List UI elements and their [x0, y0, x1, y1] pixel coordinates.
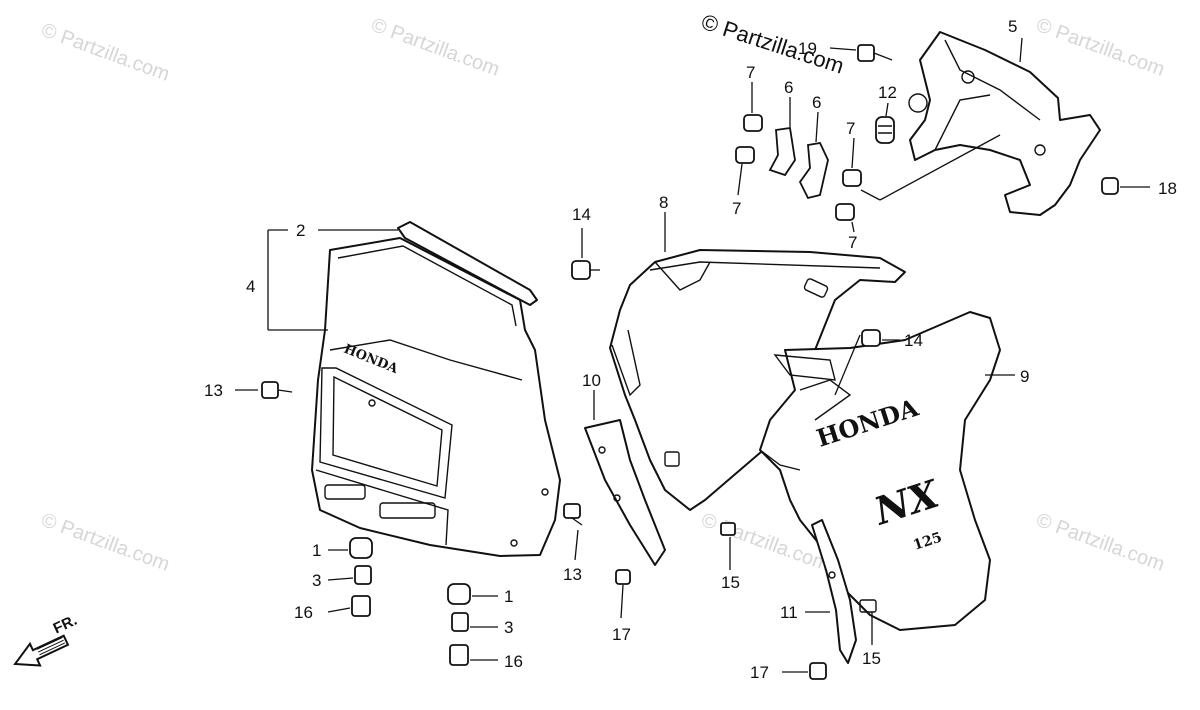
watermark-bottom-right: © Partzilla.com — [1033, 509, 1167, 576]
callout-11: 11 — [780, 603, 798, 622]
callout-2: 2 — [296, 221, 305, 240]
watermark-top-center: © Partzilla.com — [368, 14, 502, 81]
callout-6-right: 6 — [812, 93, 821, 112]
watermark-main: © Partzilla.com — [698, 9, 847, 79]
visor-trim-strip — [397, 221, 538, 306]
callout-13-center: 13 — [563, 565, 582, 584]
side-cowl-panel — [759, 311, 1001, 631]
callout-13-left: 13 — [204, 381, 223, 400]
callout-15-right: 15 — [862, 649, 881, 668]
callout-9: 9 — [1020, 367, 1029, 386]
leader-lines — [235, 37, 1150, 673]
callout-19: 19 — [798, 39, 817, 58]
callout-5: 5 — [1008, 17, 1017, 36]
callout-12: 12 — [878, 83, 897, 102]
callout-16-right: 16 — [504, 652, 523, 671]
callout-labels: 2 4 13 5 19 12 18 7 6 6 7 7 7 14 8 14 9 … — [204, 17, 1177, 682]
callout-7-right: 7 — [846, 119, 855, 138]
callout-16-left: 16 — [294, 603, 313, 622]
callout-3-left: 3 — [312, 571, 321, 590]
hardware-group — [261, 44, 1119, 680]
bracket-right — [811, 519, 857, 664]
bracket-left — [584, 419, 666, 566]
watermark-top-left: © Partzilla.com — [38, 19, 172, 86]
callout-14-right: 14 — [904, 331, 923, 350]
watermark-top-right: © Partzilla.com — [1033, 14, 1167, 81]
callout-1-left: 1 — [312, 541, 321, 560]
callout-15-center: 15 — [721, 573, 740, 592]
callout-17-center: 17 — [612, 625, 631, 644]
callout-18: 18 — [1158, 179, 1177, 198]
callout-7-top: 7 — [746, 63, 755, 82]
callout-17-right: 17 — [750, 663, 769, 682]
callout-7-lower: 7 — [848, 233, 857, 252]
callout-7-bottom: 7 — [732, 199, 741, 218]
callout-3-right: 3 — [504, 618, 513, 637]
callout-1-right: 1 — [504, 587, 513, 606]
watermark-bottom-left: © Partzilla.com — [38, 509, 172, 576]
callout-10: 10 — [582, 371, 601, 390]
front-direction-arrow: FR. — [13, 612, 80, 667]
front-label: FR. — [51, 612, 80, 638]
cowl-stay-bracket — [908, 31, 1101, 216]
callout-14-top: 14 — [572, 205, 591, 224]
callout-8: 8 — [659, 193, 668, 212]
callout-6-left: 6 — [784, 78, 793, 97]
headlight-cowl — [311, 237, 561, 557]
callout-4: 4 — [246, 277, 255, 296]
